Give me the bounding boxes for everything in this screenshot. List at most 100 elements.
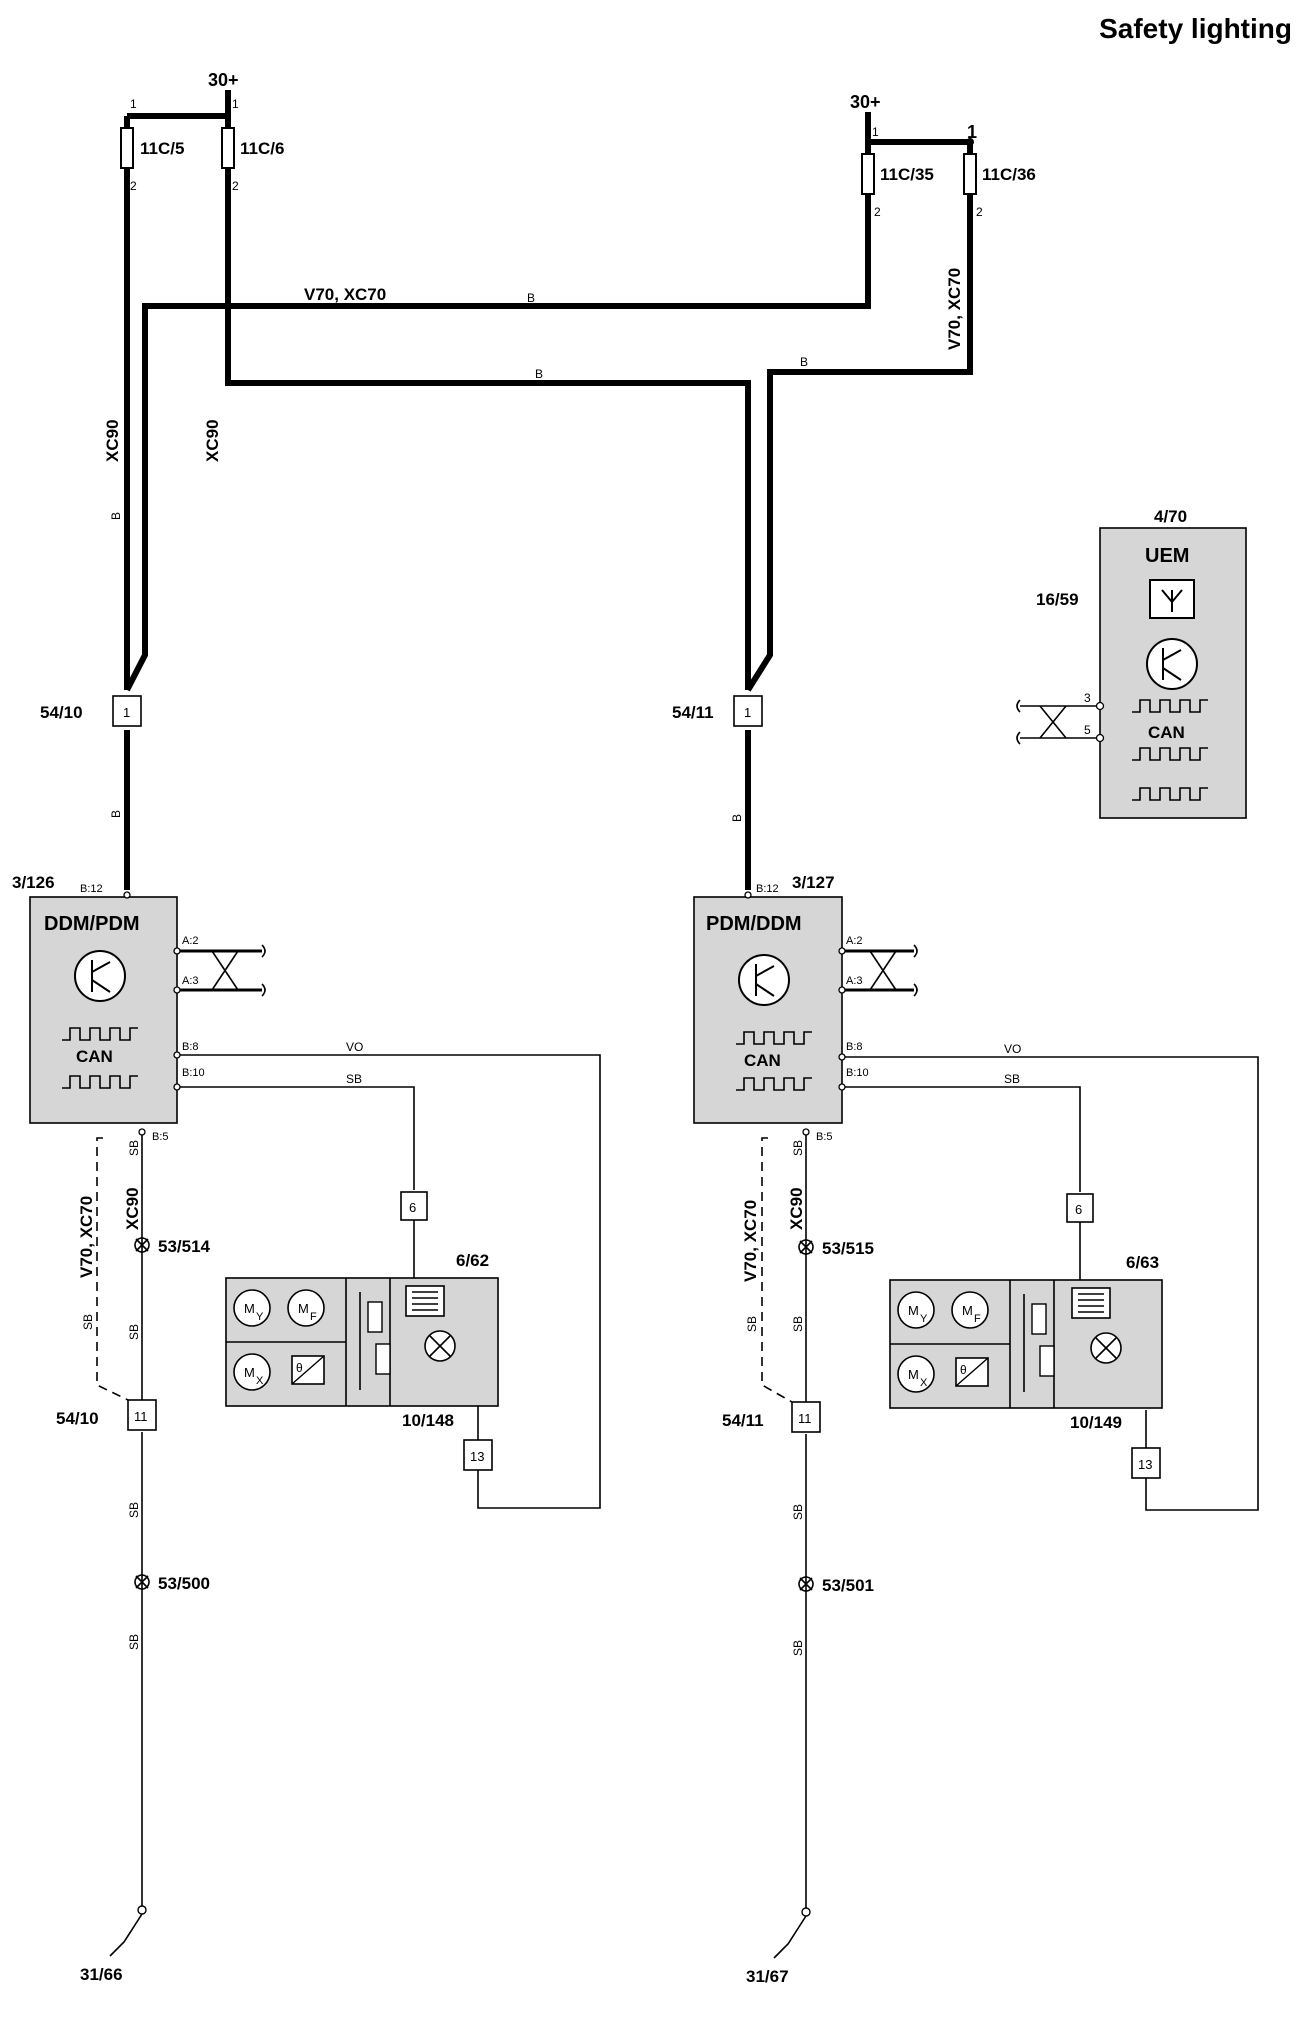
svg-text:B:10: B:10: [846, 1067, 869, 1079]
motor-icon: M X: [233, 1353, 271, 1391]
connector-pin-13-left: 13: [463, 1439, 493, 1471]
svg-text:SB: SB: [346, 1072, 362, 1086]
fuse-icon: [963, 153, 977, 195]
svg-text:SB: SB: [745, 1316, 759, 1332]
svg-text:A:3: A:3: [846, 975, 863, 987]
sensor-icon: θ: [291, 1355, 325, 1385]
svg-text:SB: SB: [127, 1140, 141, 1156]
splice-icon: [134, 1574, 150, 1590]
svg-text:1: 1: [872, 125, 879, 139]
svg-text:M: M: [244, 1301, 255, 1316]
svg-text:B:12: B:12: [80, 883, 103, 895]
fuse-label: 11C/35: [880, 165, 934, 184]
heater-icon: [1071, 1287, 1111, 1319]
variant-label: V70, XC70: [304, 285, 386, 304]
fuse-label: 11C/6: [240, 139, 284, 158]
splice-label: 53/501: [822, 1576, 874, 1595]
svg-text:B:8: B:8: [846, 1041, 863, 1053]
svg-text:M: M: [962, 1303, 973, 1318]
connector-54-10-top: 1 54/10: [40, 695, 142, 727]
svg-text:SB: SB: [791, 1140, 805, 1156]
transistor-icon: [738, 954, 790, 1006]
antenna-icon: [1149, 579, 1195, 619]
lamp-icon: [1090, 1332, 1122, 1364]
wire-color-label: B: [800, 355, 808, 369]
position-sensor-icon: [1023, 1294, 1055, 1392]
svg-text:B:5: B:5: [816, 1131, 833, 1143]
fuse-11c35: 1 2 11C/35: [861, 125, 934, 219]
svg-text:11: 11: [798, 1411, 812, 1426]
svg-text:1: 1: [130, 97, 137, 111]
svg-text:2: 2: [874, 205, 881, 219]
wire-v70-right: [745, 142, 973, 692]
svg-text:13: 13: [1138, 1457, 1152, 1472]
sensor-icon: θ: [955, 1357, 989, 1387]
connector-pin-13-right: 13: [1131, 1447, 1161, 1479]
position-sensor-icon: [359, 1292, 391, 1390]
fuse-11c5: 1 2 11C/5: [120, 97, 184, 193]
right-mirror-wiring: VO SB: [845, 1042, 1259, 1511]
can-signal-icon: CAN: [1132, 699, 1208, 801]
heater-icon: [405, 1285, 445, 1317]
wire-color-label: B: [109, 810, 123, 818]
svg-text:6: 6: [409, 1200, 416, 1215]
svg-text:CAN: CAN: [1148, 723, 1185, 742]
fuse-icon: [221, 127, 235, 169]
splice-label: 53/500: [158, 1574, 210, 1593]
svg-text:1: 1: [744, 705, 751, 720]
transistor-icon: [74, 950, 126, 1002]
svg-text:5: 5: [1084, 723, 1091, 737]
svg-text:SB: SB: [81, 1314, 95, 1330]
svg-text:VO: VO: [346, 1040, 363, 1054]
fuse-11c6: 1 2 11C/6: [221, 97, 284, 193]
lamp-id: 10/149: [1070, 1413, 1122, 1432]
transistor-icon: [1146, 638, 1198, 690]
connector-label: 54/11: [722, 1411, 764, 1430]
connector-54-11-bottom: [791, 1401, 821, 1433]
svg-text:CAN: CAN: [744, 1051, 781, 1070]
motor-icon: M X: [897, 1355, 935, 1393]
supply-label-left: 30+: [208, 70, 239, 90]
motor-icon: M F: [287, 1289, 325, 1327]
twisted-pair-icon: [1016, 699, 1096, 745]
svg-text:A:3: A:3: [182, 975, 199, 987]
supply-label-right: 30+: [850, 92, 881, 112]
connector-pin-6-right: 6: [1066, 1193, 1094, 1223]
svg-text:M: M: [908, 1367, 919, 1382]
svg-text:Y: Y: [256, 1311, 264, 1323]
ground-icon: [773, 1907, 811, 1959]
twisted-pair-icon: [845, 944, 918, 997]
right-ground-path: V70, XC70 XC90 SB SB SB 53/515 11 54/11 …: [722, 1135, 874, 1986]
svg-text:2: 2: [232, 179, 239, 193]
wire-color-label: B: [535, 367, 543, 381]
module-id: 3/127: [792, 873, 835, 892]
motor-icon: M F: [951, 1291, 989, 1329]
wire-color-label: B: [109, 512, 123, 520]
wire-color-label: B: [527, 291, 535, 305]
lamp-id: 10/148: [402, 1411, 454, 1430]
module-name: PDM/DDM: [706, 913, 802, 935]
fuse-label: 11C/36: [982, 165, 1036, 184]
wire-color-label: B: [730, 814, 744, 822]
svg-text:B:5: B:5: [152, 1131, 169, 1143]
page-title: Safety lighting: [1099, 13, 1292, 44]
connector-label: 54/11: [672, 703, 714, 722]
mirror-id: 6/63: [1126, 1253, 1159, 1272]
svg-text:F: F: [310, 1311, 317, 1323]
connector-54-10-bottom: [127, 1399, 157, 1431]
svg-text:B:8: B:8: [182, 1041, 199, 1053]
variant-label: XC90: [103, 419, 122, 462]
uem-module: 4/70 UEM 16/59 CAN 3 5: [1016, 507, 1247, 819]
fuse-icon: [861, 153, 875, 195]
svg-text:A:2: A:2: [182, 935, 199, 947]
svg-text:SB: SB: [791, 1504, 805, 1520]
svg-text:M: M: [298, 1301, 309, 1316]
svg-text:SB: SB: [791, 1640, 805, 1656]
splice-icon: [798, 1239, 814, 1255]
ground-label: 31/66: [80, 1965, 123, 1984]
power-wires: [124, 90, 973, 890]
connector-54-11-top: 1 54/11: [672, 695, 763, 727]
ground-icon: [109, 1905, 147, 1957]
svg-text:CAN: CAN: [76, 1047, 113, 1066]
